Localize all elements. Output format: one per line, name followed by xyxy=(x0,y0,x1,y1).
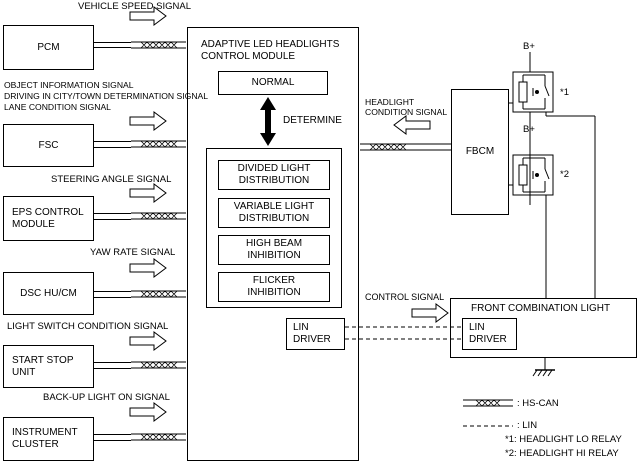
relay-2-mark: *2 xyxy=(560,169,569,180)
module-fsc: FSC xyxy=(3,124,94,167)
legend-lin: : LIN xyxy=(517,420,538,431)
arrow-ssu xyxy=(129,331,167,351)
wire-dsc xyxy=(94,291,131,298)
relay-1-mark: *1 xyxy=(560,87,569,98)
lin-driver-front: LIN DRIVER xyxy=(462,318,517,350)
fbcm-box: FBCM xyxy=(451,89,509,215)
module-instrument-cluster-label: INSTRUMENT CLUSTER xyxy=(12,427,78,450)
relay-1-symbol xyxy=(512,52,596,298)
wire-ic xyxy=(94,434,131,441)
function-high-beam: HIGH BEAM INHIBITION xyxy=(218,235,330,265)
normal-label: NORMAL xyxy=(251,77,295,88)
wire-pcm xyxy=(94,42,131,48)
twisted-pair-fsc xyxy=(130,140,187,148)
function-variable-light-label: VARIABLE LIGHT DISTRIBUTION xyxy=(233,201,315,224)
signal-fsc: OBJECT INFORMATION SIGNAL DRIVING IN CIT… xyxy=(4,80,209,112)
module-instrument-cluster: INSTRUMENT CLUSTER xyxy=(3,417,94,461)
function-flicker: FLICKER INHIBITION xyxy=(218,272,330,302)
lin-driver-main-label: LIN DRIVER xyxy=(293,322,331,345)
front-combination-light-box xyxy=(450,298,637,358)
module-start-stop-label: START STOP UNIT xyxy=(12,354,74,378)
control-signal-label: CONTROL SIGNAL xyxy=(365,292,445,302)
normal-box: NORMAL xyxy=(218,71,328,95)
fbcm-label: FBCM xyxy=(465,146,495,157)
function-divided-light-label: DIVIDED LIGHT DISTRIBUTION xyxy=(237,163,311,186)
arrow-eps xyxy=(129,183,167,203)
twisted-pair-ssu xyxy=(130,361,187,369)
module-fsc-label: FSC xyxy=(38,139,59,151)
function-divided-light: DIVIDED LIGHT DISTRIBUTION xyxy=(218,160,330,190)
function-flicker-label: FLICKER INHIBITION xyxy=(247,275,301,298)
twisted-pair-eps xyxy=(130,212,187,220)
wire-eps xyxy=(94,213,131,220)
legend-note-2: *2: HEADLIGHT HI RELAY xyxy=(505,448,619,459)
twisted-pair-pcm xyxy=(130,41,187,49)
legend-note-1: *1: HEADLIGHT LO RELAY xyxy=(505,434,622,445)
lin-driver-main: LIN DRIVER xyxy=(286,318,345,350)
function-high-beam-label: HIGH BEAM INHIBITION xyxy=(245,238,303,261)
main-module-title: ADAPTIVE LED HEADLIGHTS CONTROL MODULE xyxy=(201,39,340,62)
ground-symbol xyxy=(532,357,555,377)
wire-fsc xyxy=(94,141,131,148)
twisted-pair-dsc xyxy=(130,290,187,298)
module-dsc-label: DSC HU/CM xyxy=(20,287,77,299)
relay-1-supply: B+ xyxy=(523,41,535,52)
module-dsc: DSC HU/CM xyxy=(3,272,94,315)
arrow-dsc xyxy=(129,258,167,278)
arrow-headlight-condition xyxy=(393,115,431,135)
signal-yaw-rate: YAW RATE SIGNAL xyxy=(90,247,176,258)
determine-arrow xyxy=(260,97,276,146)
arrow-fsc xyxy=(129,111,167,131)
front-combination-light-title: FRONT COMBINATION LIGHT xyxy=(471,303,611,314)
twisted-pair-ic xyxy=(130,433,187,441)
signal-light-switch: LIGHT SWITCH CONDITION SIGNAL xyxy=(7,321,169,332)
legend-hs-can-symbol xyxy=(463,399,513,407)
module-eps-label: EPS CONTROL MODULE xyxy=(12,206,84,230)
signal-steering-angle: STEERING ANGLE SIGNAL xyxy=(51,174,172,185)
wire-ssu xyxy=(94,362,131,369)
headlight-condition-signal: HEADLIGHT CONDITION SIGNAL xyxy=(365,97,448,117)
determine-label: DETERMINE xyxy=(283,115,342,126)
module-pcm: PCM xyxy=(3,25,94,70)
function-group xyxy=(206,148,342,308)
signal-backup-light: BACK-UP LIGHT ON SIGNAL xyxy=(43,392,170,403)
function-variable-light: VARIABLE LIGHT DISTRIBUTION xyxy=(218,198,330,228)
module-eps: EPS CONTROL MODULE xyxy=(3,196,94,241)
signal-vehicle-speed: VEHICLE SPEED SIGNAL xyxy=(78,1,191,12)
legend-hs-can: : HS-CAN xyxy=(517,398,559,409)
relay-2-symbol xyxy=(512,135,554,298)
module-pcm-label: PCM xyxy=(37,41,60,53)
arrow-ic xyxy=(129,402,167,422)
lin-driver-front-label: LIN DRIVER xyxy=(469,322,507,345)
relay-2-supply: B+ xyxy=(523,124,535,135)
module-start-stop: START STOP UNIT xyxy=(3,345,94,388)
arrow-control-signal xyxy=(411,303,449,323)
adaptive-led-headlights-module xyxy=(187,27,359,461)
twisted-pair-fbcm xyxy=(359,143,416,151)
